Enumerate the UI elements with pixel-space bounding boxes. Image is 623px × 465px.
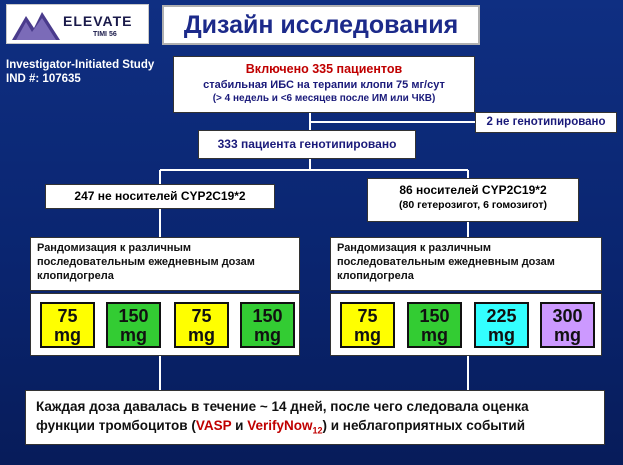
dose-panel-left: 75 mg 150 mg 75 mg 150 mg <box>30 293 300 356</box>
dose-value: 300 <box>552 306 583 326</box>
included-criteria: стабильная ИБС на терапии клопи 75 мг/су… <box>203 79 445 91</box>
dose-unit: mg <box>188 325 215 345</box>
included-count: Включено 335 пациентов <box>245 62 403 76</box>
dose-unit: mg <box>120 325 147 345</box>
included-patients-box: Включено 335 пациентов стабильная ИБС на… <box>173 56 475 113</box>
verifynow-label: VerifyNow <box>247 418 313 433</box>
logo-subtitle: TIMI 56 <box>93 31 117 38</box>
dose-unit: mg <box>488 325 515 345</box>
dose-value: 150 <box>419 306 450 326</box>
vasp-label: VASP <box>195 418 232 433</box>
dose-box-right-3: 225 mg <box>474 302 529 348</box>
ind-number: IND #: 107635 <box>6 73 81 85</box>
logo-name: ELEVATE <box>63 13 133 29</box>
study-info: Investigator-Initiated Study IND #: 1076… <box>6 58 154 86</box>
dose-value: 75 <box>357 306 378 326</box>
slide-title: Дизайн исследования <box>162 5 480 45</box>
procedure-text-b: ) и неблагоприятных событий <box>322 418 526 433</box>
dose-box-left-1: 75 mg <box>40 302 95 348</box>
dose-unit: mg <box>254 325 281 345</box>
elevate-logo: ELEVATE TIMI 56 <box>6 4 149 44</box>
dose-value: 150 <box>118 306 149 326</box>
included-timeframe: (> 4 недель и <6 месяцев после ИМ или ЧК… <box>212 93 436 104</box>
verifynow-subscript: 12 <box>312 425 323 436</box>
carriers-count: 86 носителей CYP2C19*2 <box>399 183 547 197</box>
study-type: Investigator-Initiated Study <box>6 59 155 71</box>
mountain-logo-icon <box>12 12 60 40</box>
dose-unit: mg <box>554 325 581 345</box>
randomization-left-box: Рандомизация к различным последовательны… <box>30 237 300 291</box>
carriers-breakdown: (80 гетерозигот, 6 гомозигот) <box>399 199 547 211</box>
carriers-box: 86 носителей CYP2C19*2 (80 гетерозигот, … <box>367 178 579 222</box>
dose-box-right-1: 75 mg <box>340 302 395 348</box>
procedure-text-a: функции тромбоцитов ( <box>36 418 196 433</box>
dose-value: 75 <box>57 306 78 326</box>
dose-panel-right: 75 mg 150 mg 225 mg 300 mg <box>330 293 602 356</box>
dose-value: 150 <box>252 306 283 326</box>
dose-box-left-2: 150 mg <box>106 302 161 348</box>
dose-box-left-3: 75 mg <box>174 302 229 348</box>
dose-box-right-4: 300 mg <box>540 302 595 348</box>
procedure-description-box: Каждая доза давалась в течение ~ 14 дней… <box>25 390 605 445</box>
not-genotyped-box: 2 не генотипировано <box>475 112 617 133</box>
dose-box-left-4: 150 mg <box>240 302 295 348</box>
noncarriers-box: 247 не носителей CYP2C19*2 <box>45 184 275 209</box>
randomization-right-box: Рандомизация к различным последовательны… <box>330 237 602 291</box>
dose-unit: mg <box>54 325 81 345</box>
dose-value: 225 <box>486 306 517 326</box>
dose-value: 75 <box>191 306 212 326</box>
procedure-line-1: Каждая доза давалась в течение ~ 14 дней… <box>36 399 529 414</box>
and-text: и <box>231 418 248 433</box>
dose-unit: mg <box>354 325 381 345</box>
genotyped-box: 333 пациента генотипировано <box>198 130 416 159</box>
dose-unit: mg <box>421 325 448 345</box>
dose-box-right-2: 150 mg <box>407 302 462 348</box>
procedure-line-2: функции тромбоцитов (VASP и VerifyNow12)… <box>36 416 594 441</box>
